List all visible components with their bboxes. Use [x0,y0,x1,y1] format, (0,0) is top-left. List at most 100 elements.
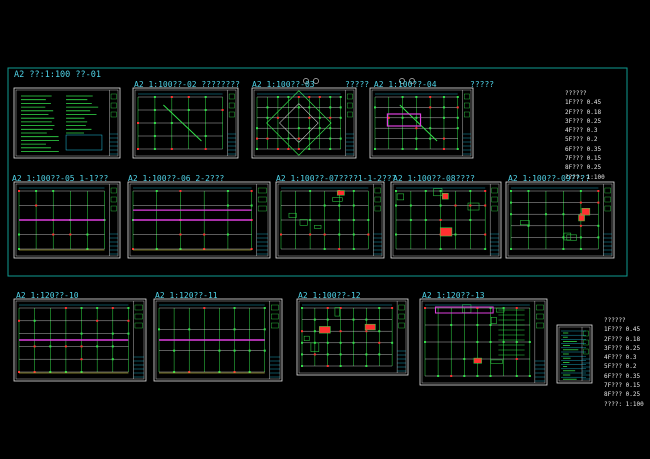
sheet-border [296,298,409,376]
column-node [329,127,332,130]
sheet-inner-border [421,300,546,384]
detail-element [566,234,577,241]
column-node [527,190,530,192]
drawing-sheet-9[interactable] [505,181,615,259]
column-node [35,204,38,207]
column-node [562,236,565,239]
column-node [33,371,36,373]
top-legend-line: 8F??? 0.25 [565,164,602,172]
column-node [218,349,221,352]
column-node [442,96,445,98]
column-node [454,233,457,236]
top-group-title: A2 ??:1:100 ??-01 [14,70,101,80]
title-block-cell [134,322,143,329]
column-node [179,190,182,192]
title-block-cell [346,102,353,109]
column-node [579,224,582,227]
column-node [256,137,258,140]
column-node [297,96,300,98]
drawing-sheet-7[interactable] [275,181,385,259]
column-node [188,371,191,373]
column-node [489,375,492,377]
column-node [476,307,479,309]
column-node [528,341,531,343]
column-node [352,204,355,207]
drawing-sheet-12[interactable] [296,298,409,376]
column-node [276,116,279,119]
column-node [391,307,394,309]
column-node [301,353,303,356]
sheet-border [13,181,121,259]
title-block-cell [374,205,381,212]
column-node [456,106,459,109]
column-node [80,307,83,309]
detail-element [490,317,497,324]
sheet-inner-border [253,89,355,157]
sheet-inner-border [15,89,119,157]
sheet-label-12: A2 1:100??-12 [298,291,361,300]
drawing-sheet-8[interactable] [390,181,502,259]
column-node [510,201,512,204]
sheet-border [13,298,147,382]
column-node [401,148,404,150]
column-node [463,358,466,360]
drawing-sheet-3[interactable] [251,87,357,159]
sheet-border [251,87,357,159]
sheet-label-08: A2 1:100??-08???? [393,174,475,183]
sheet-inner-border [134,89,237,157]
drawing-sheet-6[interactable] [127,181,271,259]
drawing-sheet-10[interactable] [13,298,147,382]
column-node [263,307,266,309]
drawing-sheet-5[interactable] [13,181,121,259]
detail-element [332,197,343,202]
detail-element [336,190,345,196]
column-node [424,341,426,343]
drawing-sheet-13[interactable] [419,298,548,386]
column-node [544,213,547,216]
column-node [111,345,114,348]
column-node [233,328,236,331]
drawing-sheet-11[interactable] [153,298,283,382]
column-node [454,204,457,207]
column-node [301,341,303,344]
drawing-sheet-2[interactable] [132,87,239,159]
drawing-sheet-14[interactable] [556,324,593,384]
view-marker-icon [303,78,309,84]
column-node [155,190,158,192]
column-node [226,190,229,192]
drawing-sheet-1[interactable] [13,87,121,159]
sheet-label-11: A2 1:120??-11 [155,291,218,300]
column-node [510,190,512,192]
title-block-cell [536,313,544,320]
title-block-cell [257,187,267,194]
sheet-border [419,298,548,386]
column-node [18,190,20,192]
column-node [329,106,332,109]
top-legend-line: ????: 1:100 [565,173,605,181]
sheet-border [127,181,271,259]
column-node [137,122,139,124]
column-node [111,332,114,335]
column-node [339,341,342,344]
column-node [424,190,427,192]
column-node [323,233,326,236]
column-node [378,353,381,356]
title-block-cell [604,205,611,212]
column-node [203,233,206,236]
column-node [86,233,89,236]
column-node [280,233,282,236]
column-node [515,358,518,360]
column-node [308,116,311,119]
column-node [391,341,394,344]
detail-element [310,342,320,352]
drawing-sheet-4[interactable] [369,87,474,159]
column-node [579,213,582,216]
column-node [424,307,426,309]
sheet-inner-border [155,300,281,380]
column-node [308,127,311,130]
column-node [395,233,397,236]
column-node [313,330,316,333]
column-node [204,96,207,98]
note-table [65,134,103,151]
